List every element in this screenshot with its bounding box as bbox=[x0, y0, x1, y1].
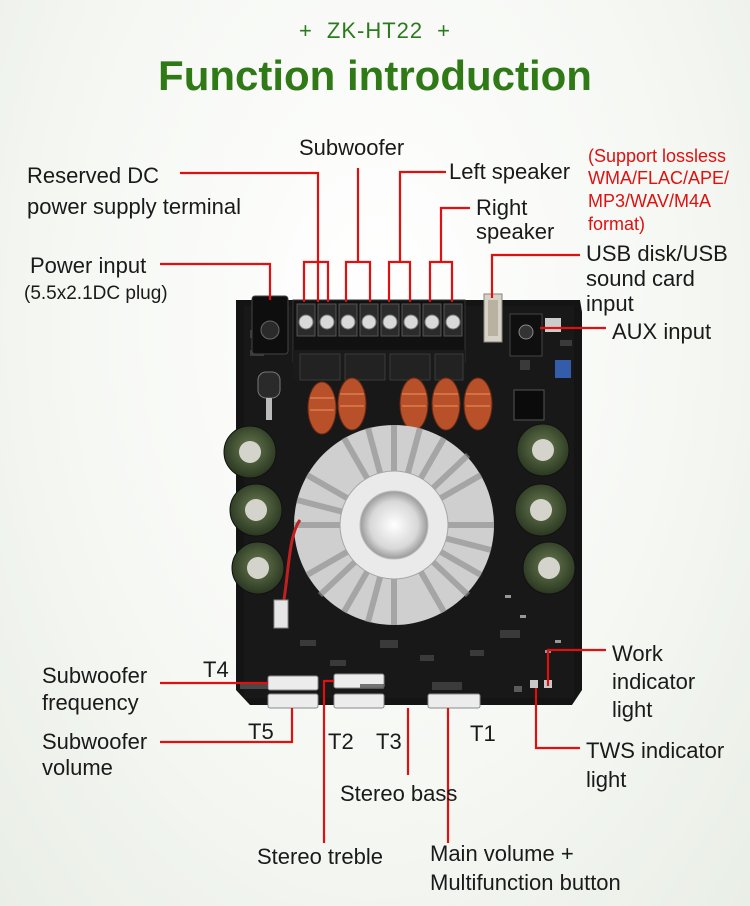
label-reserved-dc-1: Reserved DC bbox=[27, 163, 160, 188]
model-name: ZK-HT22 bbox=[326, 18, 424, 43]
label-reserved-dc-2: power supply terminal bbox=[27, 194, 241, 219]
label-usb-2: sound card bbox=[586, 266, 695, 291]
speaker-terminals bbox=[292, 299, 466, 381]
label-work-3: light bbox=[612, 697, 653, 722]
label-tws-2: light bbox=[586, 767, 627, 792]
label-t1: T1 bbox=[470, 721, 496, 746]
label-lossless-4: format) bbox=[588, 214, 646, 234]
label-t4: T4 bbox=[203, 657, 229, 682]
label-aux-input: AUX input bbox=[612, 319, 712, 344]
label-subwoofer: Subwoofer bbox=[299, 135, 405, 160]
label-main-volume-1: Main volume + bbox=[430, 841, 574, 866]
usb-port bbox=[483, 293, 503, 343]
model-header: +ZK-HT22+ bbox=[299, 18, 451, 43]
label-left-speaker: Left speaker bbox=[449, 159, 571, 184]
label-work-1: Work bbox=[612, 641, 663, 666]
dc-jack bbox=[251, 295, 289, 420]
label-usb-1: USB disk/USB bbox=[586, 241, 728, 266]
label-stereo-treble: Stereo treble bbox=[257, 844, 383, 869]
label-t5: T5 bbox=[248, 719, 274, 744]
inductors bbox=[307, 377, 493, 435]
label-work-2: indicator bbox=[612, 669, 696, 694]
label-sub-vol-1: Subwoofer bbox=[42, 729, 148, 754]
label-stereo-bass: Stereo bass bbox=[340, 781, 458, 806]
label-power-plug: (5.5x2.1DC plug) bbox=[24, 283, 168, 304]
label-sub-freq-1: Subwoofer bbox=[42, 663, 148, 688]
label-main-volume-2: Multifunction button bbox=[430, 870, 621, 895]
label-t3: T3 bbox=[376, 729, 402, 754]
control-connectors bbox=[267, 673, 481, 709]
label-right-speaker-1: Right bbox=[476, 195, 528, 220]
label-usb-3: input bbox=[586, 291, 634, 316]
label-sub-freq-2: frequency bbox=[42, 690, 139, 715]
label-power-input: Power input bbox=[30, 253, 147, 278]
heatsink bbox=[294, 425, 494, 625]
label-lossless-3: MP3/WAV/M4A bbox=[588, 191, 712, 211]
label-lossless-1: (Support lossless bbox=[588, 146, 727, 166]
leader-lines bbox=[160, 168, 606, 843]
label-sub-vol-2: volume bbox=[42, 755, 113, 780]
page-title: Function introduction bbox=[158, 52, 592, 99]
dsp-chip bbox=[513, 389, 545, 421]
label-right-speaker-2: speaker bbox=[476, 219, 555, 244]
label-tws-1: TWS indicator bbox=[586, 738, 725, 763]
label-lossless-2: WMA/FLAC/APE/ bbox=[588, 168, 730, 188]
aux-jack bbox=[509, 313, 571, 378]
label-t2: T2 bbox=[328, 729, 354, 754]
